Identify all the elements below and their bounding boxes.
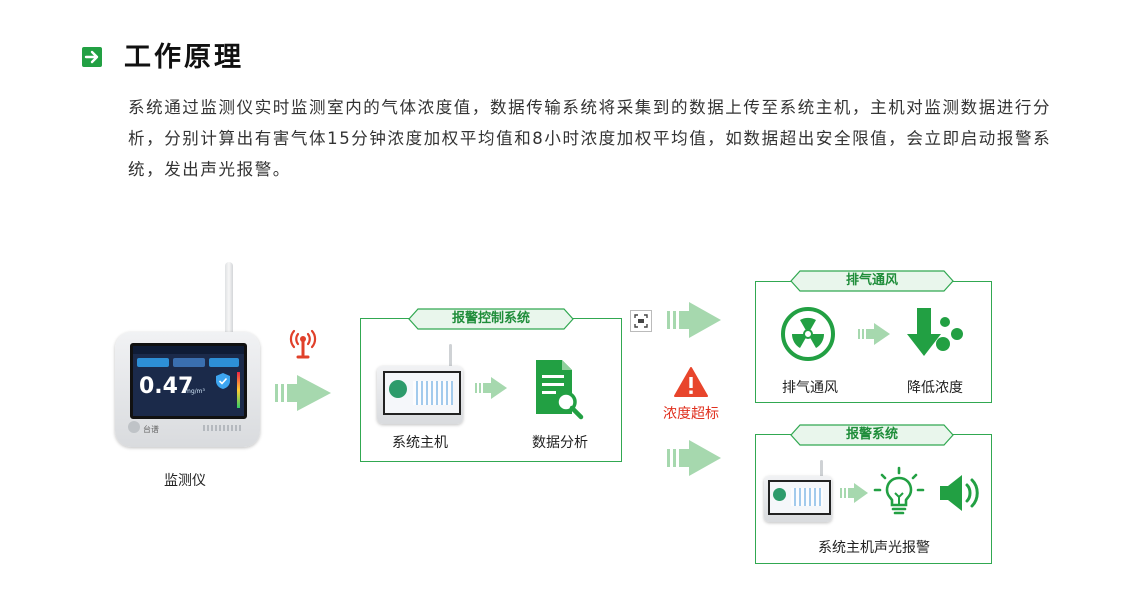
light-bulb-icon [872,466,926,520]
page-title: 工作原理 [124,42,244,73]
ventilation-title-tag: 排气通风 [790,270,954,292]
flow-arrow-2 [667,302,721,342]
alarm-control-title: 报警控制系统 [451,311,530,326]
flow-arrow-3 [667,440,721,480]
ventilation-title: 排气通风 [845,273,898,288]
flow-arrow-small-1 [475,377,507,403]
reduce-concentration-icon [905,306,969,364]
alarm-system-title-tag: 报警系统 [790,424,954,446]
monitor-brand: 台谱 [143,425,159,434]
fan-label: 排气通风 [782,380,838,396]
antenna [225,262,233,342]
alarm-system-title: 报警系统 [845,427,898,442]
reduce-label: 降低浓度 [907,380,963,396]
fan-icon [780,306,836,362]
warning-label: 浓度超标 [663,406,719,422]
monitor-screen: 0.47 mg/m³ [130,343,247,419]
flow-arrow-small-3 [840,483,868,507]
flow-arrow-1 [275,375,331,415]
arrow-right-icon [82,47,102,67]
alarm-host-label: 系统主机声光报警 [818,540,930,556]
data-analysis-icon [532,358,584,420]
scan-icon [630,310,652,332]
description-paragraph: 系统通过监测仪实时监测室内的气体浓度值，数据传输系统将采集到的数据上传至系统主机… [128,98,1052,179]
system-host-label: 系统主机 [392,435,448,451]
screen-unit: mg/m³ [185,388,205,395]
alarm-host-device [764,460,832,524]
screen-reading: 0.47 [139,374,194,399]
warning-icon [673,366,709,398]
wireless-signal-icon [285,325,321,361]
system-host-device [377,344,463,426]
data-analysis-label: 数据分析 [532,435,588,451]
shield-icon [215,372,231,390]
alarm-control-title-tag: 报警控制系统 [408,308,574,330]
speaker-grille [203,425,241,431]
monitor-device: 0.47 mg/m³ 台谱 [115,262,260,450]
flow-arrow-small-2 [858,323,890,349]
speaker-icon [938,472,984,514]
monitor-label: 监测仪 [164,473,206,489]
